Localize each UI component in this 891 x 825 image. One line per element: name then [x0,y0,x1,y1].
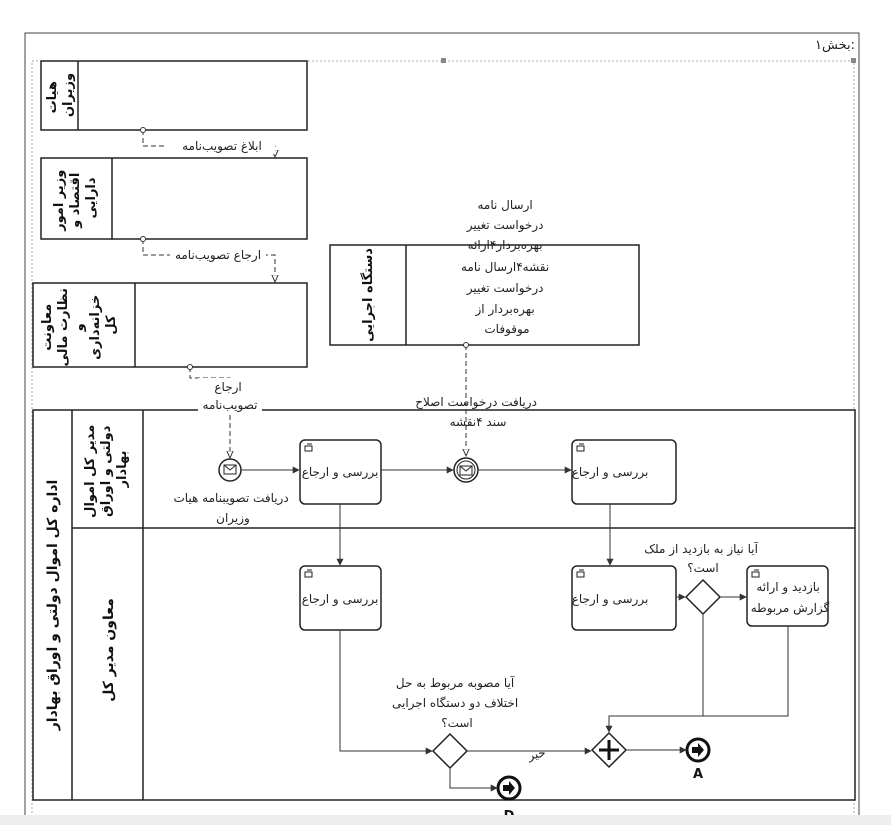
link-arrow-icon [503,781,515,795]
gateway2-question: آیا مصوبه مربوط به حل اختلاف دو دستگاه ا… [392,675,522,730]
pool-executive-agency: دستگاه اجرایی [329,244,640,346]
announce-label: ابلاغ تصویب‌نامه [182,139,262,154]
user-task-icon [751,569,760,578]
bottom-strip [0,815,891,825]
pool-economy-minister: وزیر امور اقتصاد و دارایی [40,157,308,240]
task-review-2-label: بررسی و ارجاع [572,465,649,480]
pool-treasury-label: معاونت نظارت مالی و خزانه‌داری کل [40,284,119,367]
user-task-icon [304,569,313,578]
plus-icon [599,740,619,760]
pool-cabinet-label: هیات وزیران [45,73,76,117]
gateway-need-inspection: آیا نیاز به بازدید از ملک است؟ [644,541,761,616]
task-review-4-label: بررسی و ارجاع [572,592,649,607]
no-label: خیر [526,745,547,764]
link-arrow-icon [692,743,704,757]
task-review-4[interactable]: بررسی و ارجاع [571,565,677,631]
message-flow-announce: ابلاغ تصویب‌نامه [140,127,276,158]
task-inspect-label: بازدید و ارائه گزارش مربوطه [751,580,830,616]
task-review-1-label: بررسی و ارجاع [302,465,379,480]
lane-director-label: مدیر کل اموال دولتی و اوراق بهادار [83,420,130,518]
message-flow-refer-2: ارجاع تصویب‌نامه [187,364,262,459]
task-review-2[interactable]: بررسی و ارجاع [571,439,677,505]
main-pool-label: اداره کل اموال دولتی و اوراق بهادار [45,480,61,732]
user-task-icon [304,443,313,452]
gateway-dispute-resolution: آیا مصوبه مربوط به حل اختلاف دو دستگاه ا… [392,675,522,770]
task-review-3-label: بررسی و ارجاع [302,592,379,607]
task-inspect-report[interactable]: بازدید و ارائه گزارش مربوطه [746,565,830,627]
start-event-label: دریافت تصویبنامه هیات وزیران [173,491,292,526]
end-event-a: A [685,737,711,782]
pool-treasury: معاونت نظارت مالی و خزانه‌داری کل [32,282,308,368]
section-label: بخش۱: [815,38,855,53]
refer-label: ارجاع تصویب‌نامه [175,248,261,263]
end-a-label: A [693,767,703,782]
task-review-3[interactable]: بررسی و ارجاع [299,565,382,631]
user-task-icon [576,443,585,452]
pool-cabinet: هیات وزیران [40,60,308,131]
exec-request-label: ارسال نامه درخواست تغییر بهره‌بردار۴ارائ… [461,198,553,337]
start-message-event: دریافت تصویبنامه هیات وزیران [173,458,292,526]
user-task-icon [576,569,585,578]
refer2-label: ارجاع تصویب‌نامه [203,380,258,413]
gateway1-question: آیا نیاز به بازدید از ملک است؟ [644,541,761,575]
sequence-flows [241,466,789,792]
main-pool: اداره کل اموال دولتی و اوراق بهادار مدیر… [32,409,856,801]
task-review-1[interactable]: بررسی و ارجاع [299,439,382,505]
pool-economy-label: وزیر امور اقتصاد و دارایی [52,165,99,232]
intermediate-message-event [453,457,479,483]
pool-executive-label: دستگاه اجرایی [360,248,376,342]
message-flow-refer: ارجاع تصویب‌نامه [140,236,276,283]
message-flow-executive: ارسال نامه درخواست تغییر بهره‌بردار۴ارائ… [415,198,553,456]
parallel-gateway [590,731,628,769]
receive-fix-label: دریافت درخواست اصلاح سند ۴نقشه [415,395,540,429]
lane-deputy-label: معاون مدیر کل [101,598,117,702]
